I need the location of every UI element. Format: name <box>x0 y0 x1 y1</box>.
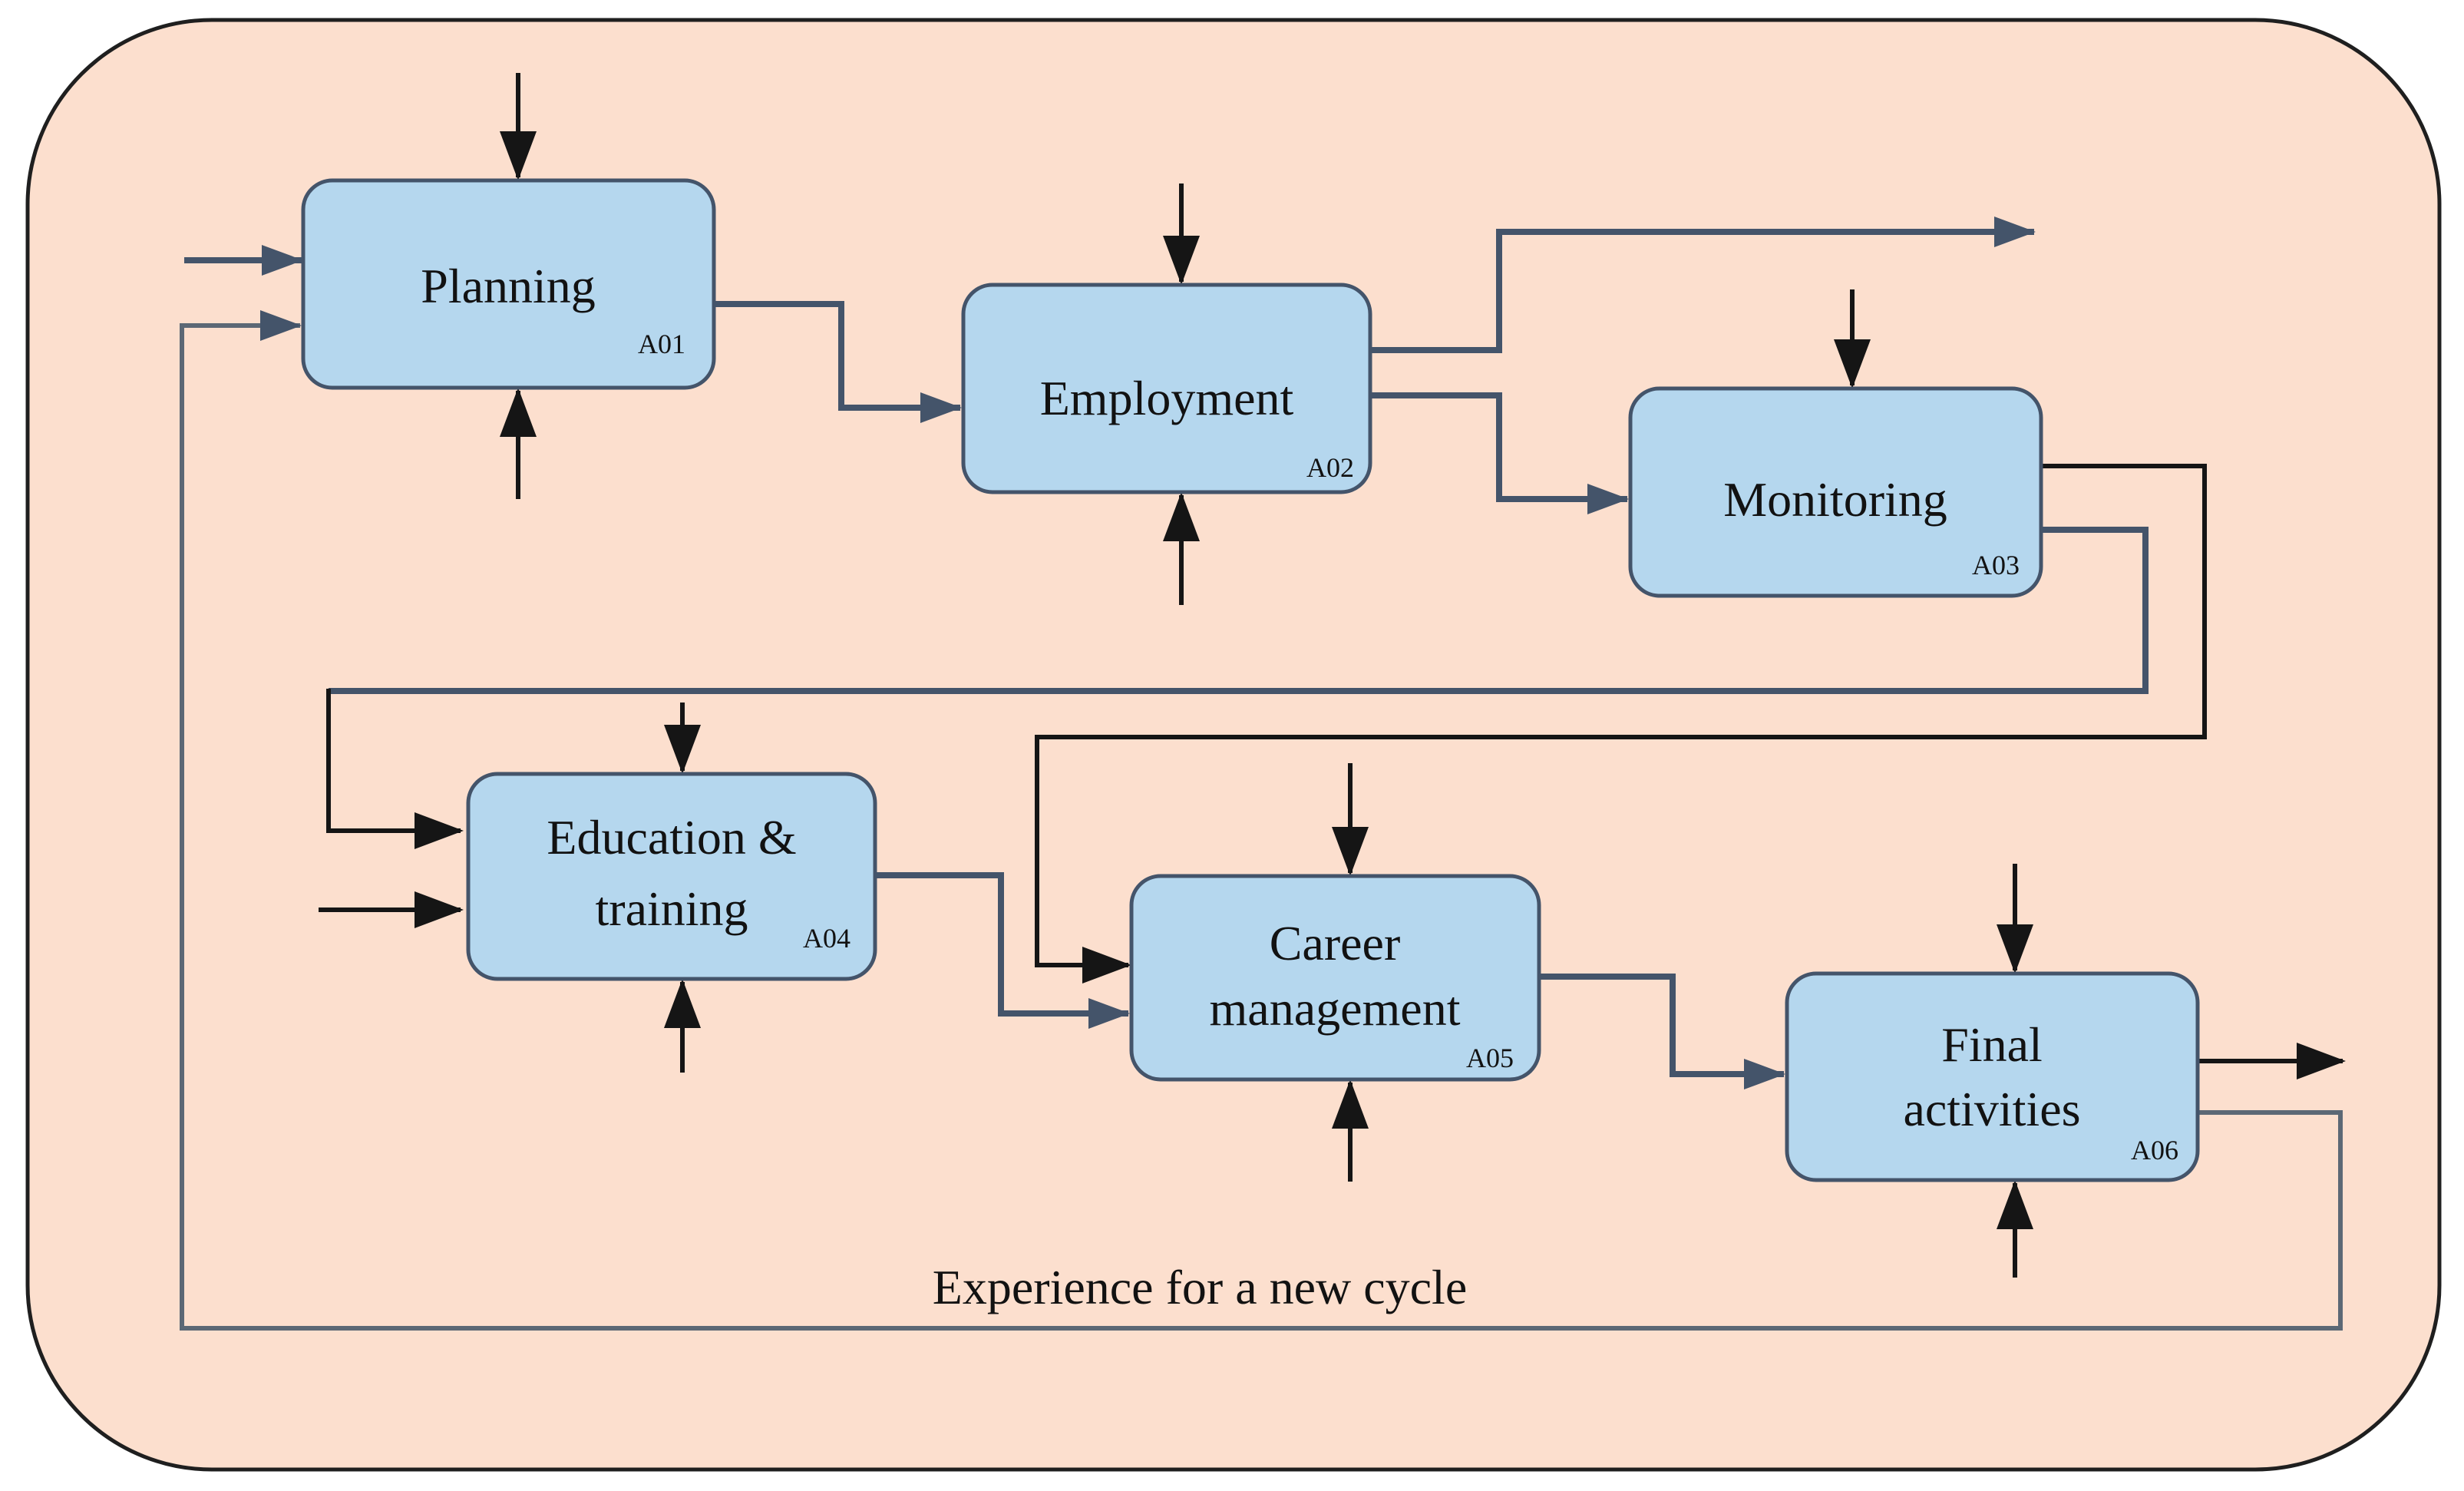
node-career-management-label-line1: Career <box>1270 916 1401 970</box>
node-final-activities-label-line2: activities <box>1903 1082 2080 1136</box>
node-planning-box <box>301 178 716 390</box>
edge-monitoring-to-career <box>1035 464 2207 984</box>
node-employment-code: A02 <box>1306 452 1354 483</box>
node-education-training-box <box>466 772 877 981</box>
edge-employment-to-monitoring <box>1370 392 1629 514</box>
edges-layer <box>180 73 2346 1331</box>
node-career-management-label-line2: management <box>1210 981 1461 1036</box>
node-employment-label: Employment <box>1040 371 1294 425</box>
node-career-management: Career management A05 <box>1129 874 1541 1082</box>
edge-feedback-final-to-planning <box>180 310 2343 1331</box>
node-education-training-label-line1: Education & <box>547 810 796 865</box>
edge-planning-to-employment <box>714 301 962 423</box>
edge-employment-output-external <box>1370 217 2036 353</box>
nodes-layer: Planning A01 Employment A02 Monitoring A… <box>301 178 2200 1182</box>
node-final-activities-code: A06 <box>2131 1135 2178 1165</box>
node-employment: Employment A02 <box>961 283 1372 494</box>
node-monitoring-box <box>1628 386 2043 598</box>
node-monitoring-label: Monitoring <box>1723 472 1947 527</box>
node-planning: Planning A01 <box>301 178 716 390</box>
node-education-training: Education & training A04 <box>466 772 877 981</box>
node-final-activities-label-line1: Final <box>1941 1017 2043 1072</box>
edge-wrap-into-education-input <box>326 689 464 849</box>
edge-career-to-final <box>1539 974 1785 1089</box>
edge-monitoring-wrap-to-education <box>329 527 2149 694</box>
edge-education-to-career <box>875 872 1130 1029</box>
feedback-caption: Experience for a new cycle <box>933 1260 1467 1314</box>
node-planning-label: Planning <box>421 259 596 313</box>
node-education-training-code: A04 <box>803 923 851 954</box>
node-employment-box <box>961 283 1372 494</box>
node-final-activities-box <box>1785 971 2200 1182</box>
node-career-management-box <box>1129 874 1541 1082</box>
node-planning-code: A01 <box>638 329 685 359</box>
node-education-training-label-line2: training <box>595 881 748 936</box>
node-monitoring: Monitoring A03 <box>1628 386 2043 598</box>
node-final-activities: Final activities A06 <box>1785 971 2200 1182</box>
node-monitoring-code: A03 <box>1972 550 2020 580</box>
node-career-management-code: A05 <box>1466 1043 1514 1073</box>
